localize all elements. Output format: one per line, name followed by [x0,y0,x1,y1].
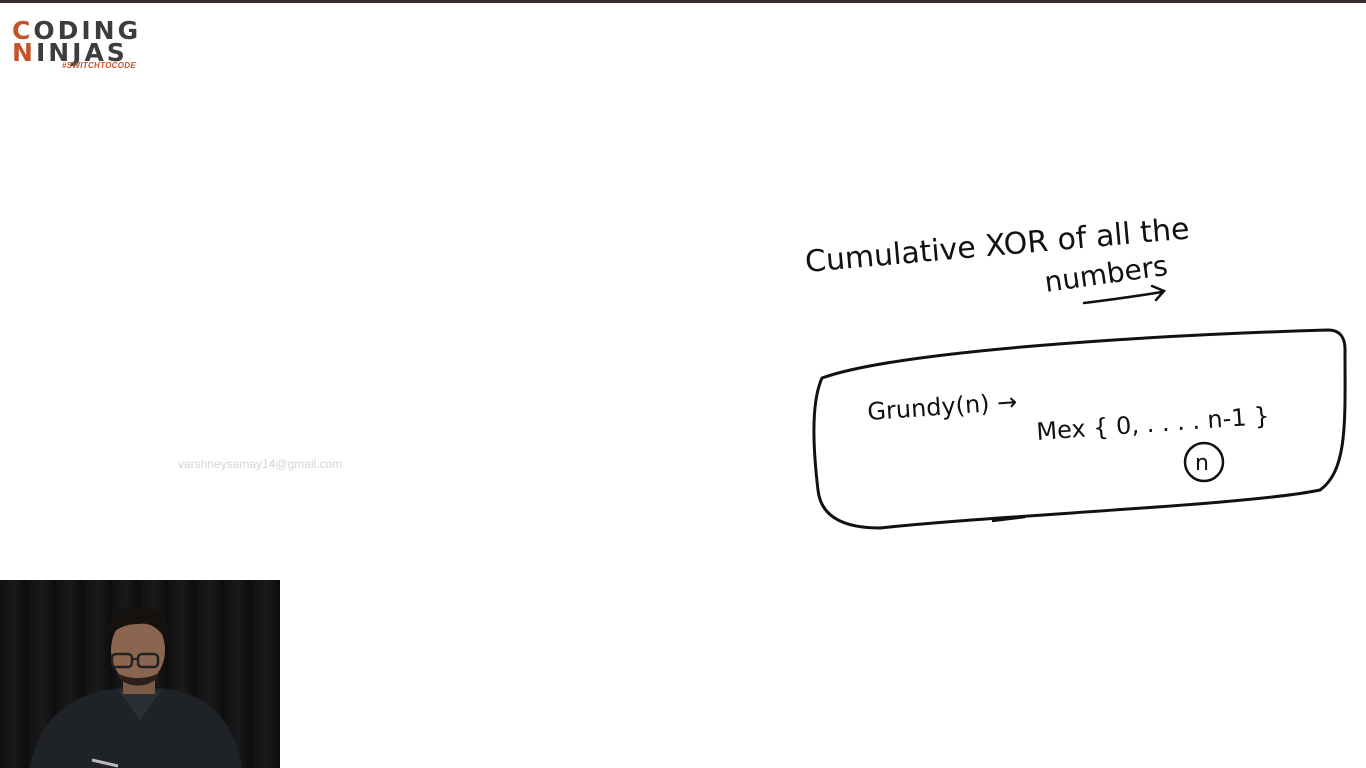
top-border [0,0,1366,3]
heading-line-2: numbers [1042,249,1169,299]
email-watermark: varshneysamay14@gmail.com [178,457,343,471]
presenter-figure [30,606,242,768]
box-stroke-tail [991,515,1026,523]
logo-tagline: #SWITCHTOCODE [62,61,136,70]
heading-line-1: Cumulative XOR of all the [804,211,1191,279]
mex-expression: Mex { 0, . . . . n-1 } [1035,402,1270,446]
logo-line-2: NINJAS [12,38,128,67]
circled-value: n [1195,451,1209,476]
grundy-expression: Grundy(n) → [866,388,1018,426]
presenter-webcam [0,580,280,768]
logo-line-1: CODING [12,16,142,45]
highlight-box [812,328,1347,530]
circled-value-ring [1183,441,1225,483]
underline-arrow [1082,284,1167,305]
coding-ninjas-logo: CODING NINJAS #SWITCHTOCODE [12,14,142,74]
